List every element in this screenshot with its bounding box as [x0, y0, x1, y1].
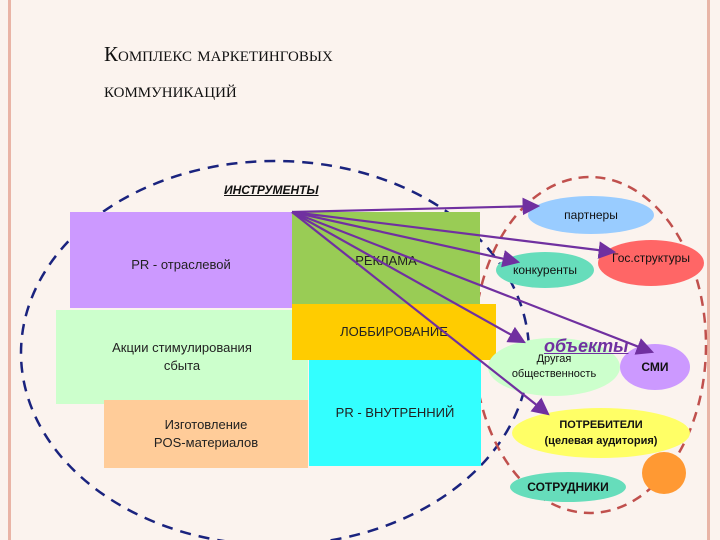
instruments-label: ИНСТРУМЕНТЫ [224, 183, 319, 197]
pr-internal-block: PR - ВНУТРЕННИЙ [309, 360, 481, 466]
partners-ellipse: партнеры [528, 196, 654, 234]
employees-ellipse: СОТРУДНИКИ [510, 472, 626, 502]
pr-industry-block: PR - отраслевой [70, 212, 292, 308]
gov-structures-ellipse: Гос.структуры [598, 240, 704, 286]
advertising-block: РЕКЛАМА [292, 212, 480, 304]
sales-promotion-label: Акции стимулирования сбыта [112, 340, 252, 373]
sales-promotion-block: Акции стимулирования сбыта [56, 310, 308, 404]
consumers-ellipse: ПОТРЕБИТЕЛИ (целевая аудитория) [512, 408, 690, 458]
media-label: СМИ [641, 360, 669, 374]
consumers-label: ПОТРЕБИТЕЛИ (целевая аудитория) [544, 419, 658, 447]
employees-label: СОТРУДНИКИ [527, 480, 609, 494]
right-decor-stripe [707, 0, 710, 540]
competitors-ellipse: конкуренты [496, 252, 594, 288]
partners-label: партнеры [564, 208, 618, 222]
orange-accent-circle [642, 452, 686, 494]
title-line-2: коммуникаций [104, 78, 237, 102]
media-ellipse: СМИ [620, 344, 690, 390]
pr-industry-label: PR - отраслевой [131, 257, 231, 272]
lobbying-block: ЛОББИРОВАНИЕ [292, 304, 496, 360]
objects-label: объекты [544, 336, 629, 356]
title-line-1: Комплекс маркетинговых [104, 42, 333, 66]
advertising-label: РЕКЛАМА [355, 253, 417, 268]
pr-internal-label: PR - ВНУТРЕННИЙ [335, 405, 455, 420]
gov-structures-label: Гос.структуры [612, 251, 690, 265]
pos-materials-label: Изготовление POS-материалов [153, 417, 259, 450]
pos-materials-block: Изготовление POS-материалов [104, 400, 308, 468]
slide-title: Комплекс маркетинговых коммуникаций [104, 36, 524, 108]
lobbying-label: ЛОББИРОВАНИЕ [340, 324, 448, 339]
left-decor-stripe [8, 0, 11, 540]
competitors-label: конкуренты [512, 263, 578, 277]
